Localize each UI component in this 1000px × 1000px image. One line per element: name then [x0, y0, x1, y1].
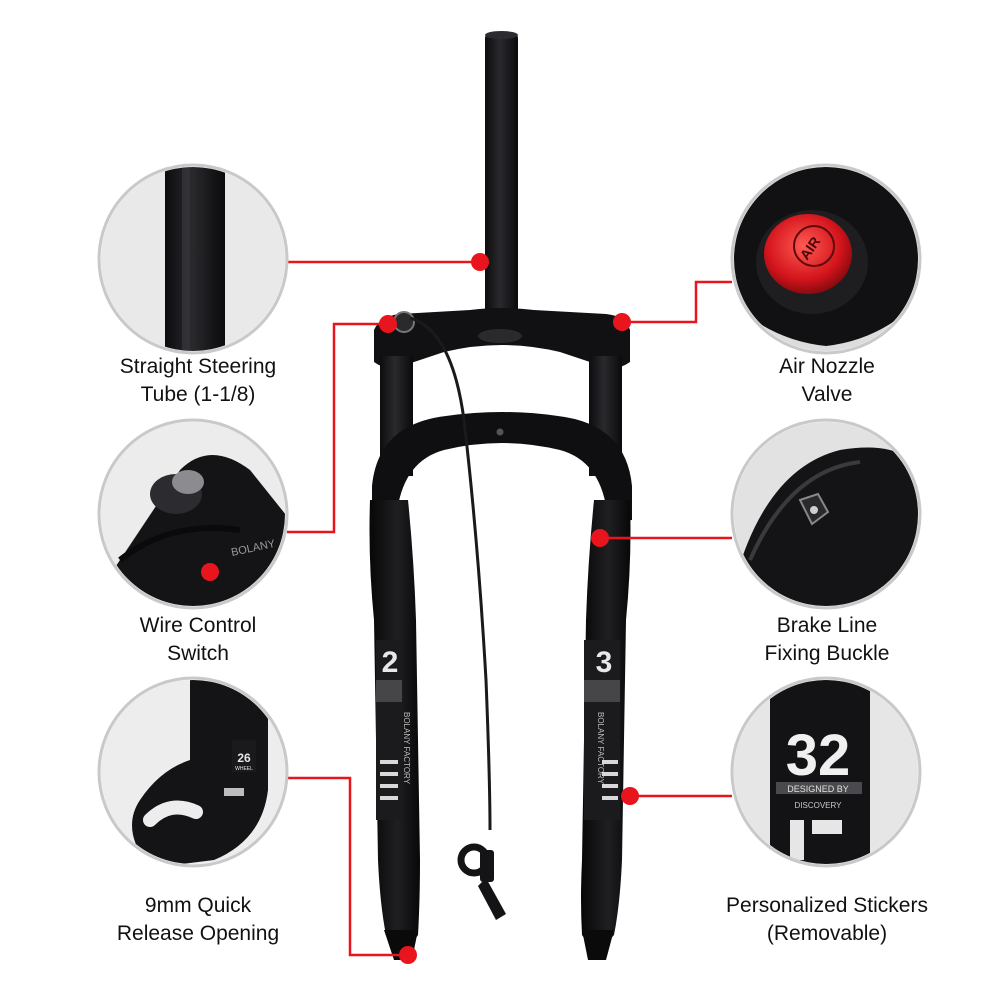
sticker-line2: DISCOVERY [795, 801, 843, 810]
label-brake-line: Brake Line Fixing Buckle [697, 612, 957, 668]
right-decal-side-text: BOLANY FACTORY [596, 712, 605, 785]
callout-dot-air [613, 313, 631, 331]
label-stickers-line1: Personalized Stickers [726, 894, 928, 917]
left-leg-decal: 2 BOLANY FACTORY [376, 640, 411, 820]
label-quick-line2: Release Opening [116, 922, 280, 945]
label-quick-release: 9mm Quick Release Opening [68, 892, 328, 948]
callout-dot-steering [471, 253, 489, 271]
callout-line-wire [287, 322, 388, 534]
label-stickers-line2: (Removable) [766, 922, 888, 945]
callout-dot-quick [399, 946, 417, 964]
label-steering-tube: Straight Steering Tube (1-1/8) [68, 353, 328, 409]
left-decal-side-text: BOLANY FACTORY [402, 712, 411, 785]
wheel-size: 26 [237, 751, 251, 765]
label-air-line2: Valve [801, 383, 853, 406]
remote-lever [457, 843, 506, 920]
sticker-number: 32 [786, 723, 851, 788]
left-decal-number: 2 [382, 646, 399, 679]
label-steering-line1: Straight Steering [119, 355, 277, 378]
callout-dot-brake [591, 529, 609, 547]
detail-circle-steering [97, 163, 289, 355]
callout-line-quick [287, 776, 408, 957]
detail-circle-brake [730, 418, 922, 610]
right-dropout [582, 930, 614, 960]
detail-circle-air: AIR [730, 163, 922, 355]
label-quick-line1: 9mm Quick [144, 894, 252, 917]
sticker-line1: DESIGNED BY [787, 784, 849, 794]
detail-circle-quick: 26 WHEEL [97, 676, 289, 868]
right-leg-decal: 3 BOLANY FACTORY [584, 640, 620, 820]
label-air-line1: Air Nozzle [779, 355, 875, 378]
steerer-tube [485, 33, 518, 325]
label-wire-line1: Wire Control [139, 614, 257, 637]
lockout-knob [393, 311, 415, 333]
callout-dot-stickers [621, 787, 639, 805]
callout-dot-wire [379, 315, 397, 333]
label-air-nozzle: Air Nozzle Valve [697, 353, 957, 409]
fork-arch [372, 412, 632, 522]
label-brake-line1: Brake Line [776, 614, 878, 637]
label-wire-control: Wire Control Switch [68, 612, 328, 668]
callout-lines [287, 260, 732, 957]
detail-circle-wire: BOLANY [97, 418, 289, 610]
right-decal-number: 3 [596, 646, 613, 679]
callout-dots [379, 253, 639, 964]
wheel-unit: WHEEL [235, 766, 253, 772]
label-wire-line2: Switch [167, 642, 229, 665]
remote-cable [409, 316, 492, 831]
detail-circle-stickers: 32 DESIGNED BY DISCOVERY [730, 676, 922, 868]
label-brake-line2: Fixing Buckle [764, 642, 890, 665]
label-steering-line2: Tube (1-1/8) [140, 383, 256, 406]
label-stickers: Personalized Stickers (Removable) [697, 892, 957, 948]
suspension-fork: 2 BOLANY FACTORY 3 BOLANY FACTORY [369, 31, 632, 960]
callout-line-air [622, 280, 732, 324]
